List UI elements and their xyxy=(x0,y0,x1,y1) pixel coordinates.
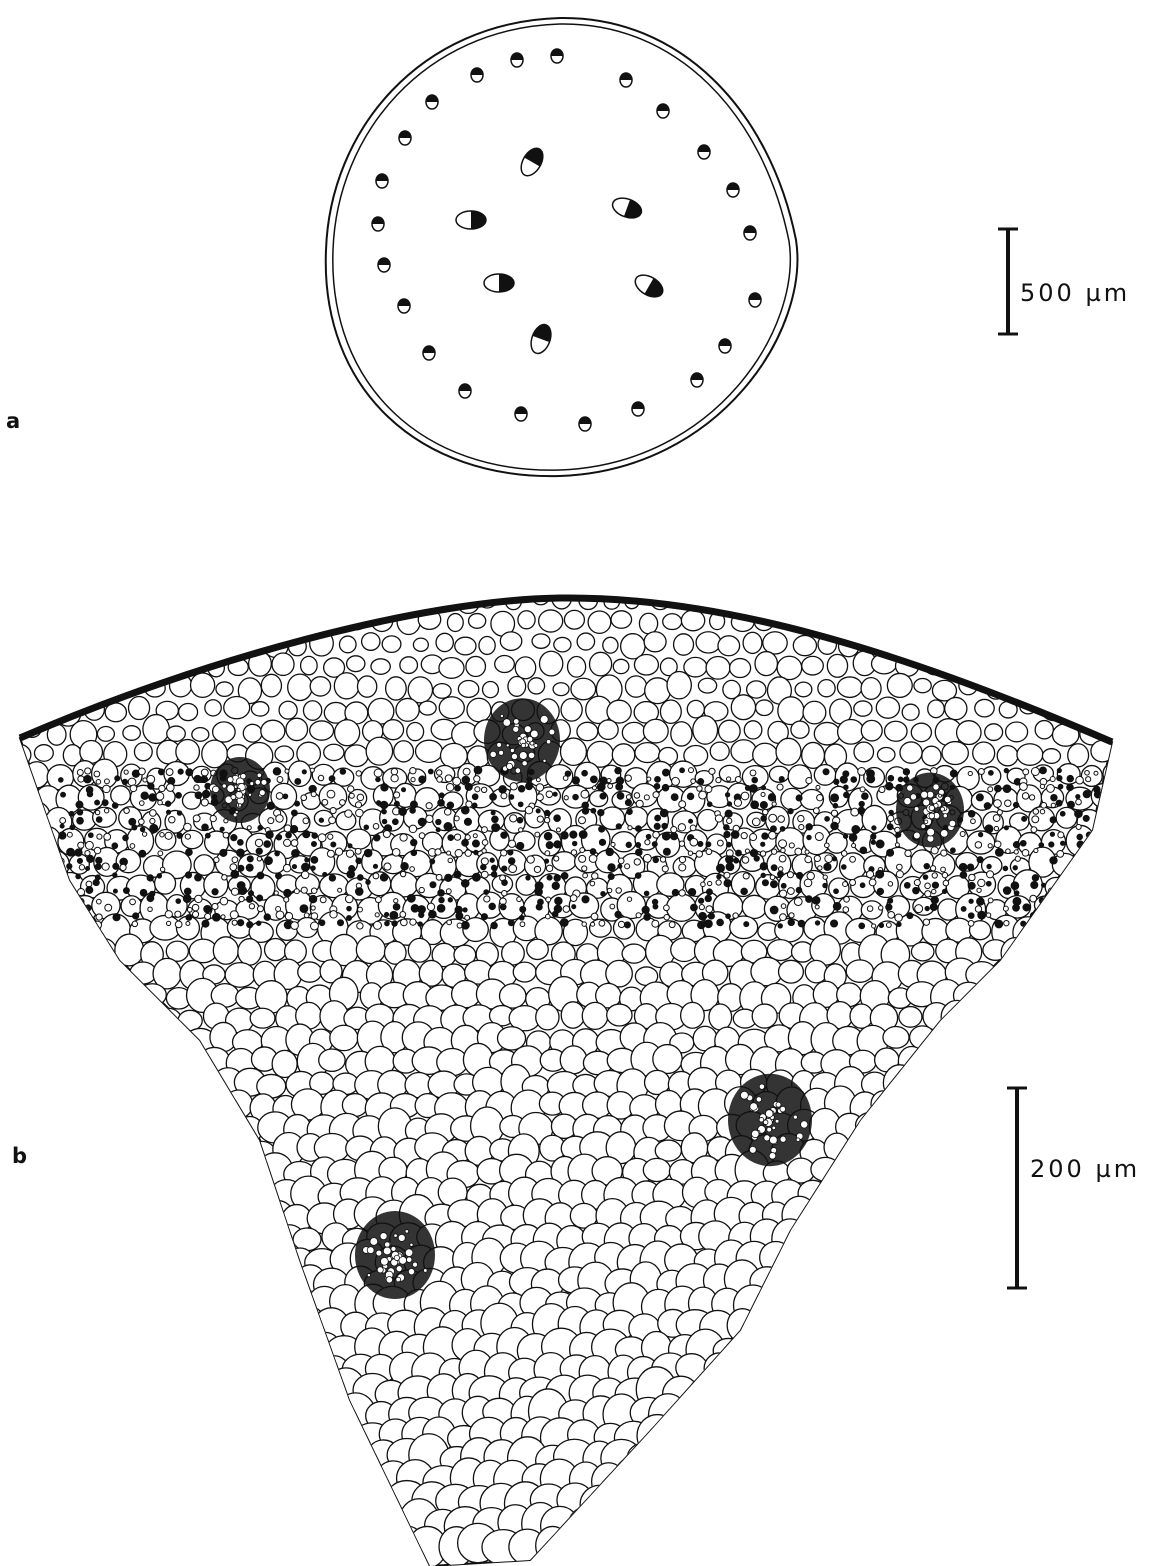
ring-bundle xyxy=(378,258,390,272)
scale-bar-a: 500 µm xyxy=(998,229,1130,334)
ring-bundle xyxy=(632,402,644,416)
vascular-bundle xyxy=(484,698,560,782)
ring-bundle xyxy=(551,49,563,63)
ring-bundle xyxy=(698,145,710,159)
inner-bundle xyxy=(456,211,486,229)
ring-bundle xyxy=(620,73,632,87)
inner-bundle xyxy=(527,322,554,356)
ring-bundle xyxy=(691,373,703,387)
ring-bundle xyxy=(719,339,731,353)
ring-bundle xyxy=(398,299,410,313)
ring-bundle xyxy=(511,53,523,67)
ring-bundle xyxy=(459,384,471,398)
ring-bundle xyxy=(423,346,435,360)
vascular-bundle xyxy=(355,1211,435,1299)
section-outline-inner xyxy=(333,24,790,470)
panel-b: b xyxy=(0,586,1147,1566)
panel-a: a xyxy=(6,18,797,476)
ring-bundle xyxy=(727,183,739,197)
ring-bundle xyxy=(372,217,384,231)
inner-bundle xyxy=(632,271,667,302)
scale-bar-a-label: 500 µm xyxy=(1020,279,1130,307)
inner-bundles xyxy=(456,145,666,357)
scale-bar-b: 200 µm xyxy=(1007,1088,1140,1288)
ring-bundle xyxy=(426,95,438,109)
vascular-bundle xyxy=(728,1074,812,1166)
inner-bundle xyxy=(517,145,548,180)
ring-bundle xyxy=(749,293,761,307)
vascular-bundle xyxy=(896,773,964,848)
ring-bundle xyxy=(376,174,388,188)
panel-label-a: a xyxy=(6,409,20,433)
inner-bundle xyxy=(484,274,514,292)
inner-bundle xyxy=(610,194,644,221)
ring-bundle xyxy=(579,417,591,431)
ring-bundle xyxy=(471,68,483,82)
ring-bundle xyxy=(399,131,411,145)
ring-bundle xyxy=(744,226,756,240)
ring-bundle xyxy=(515,407,527,421)
panel-label-b: b xyxy=(12,1144,27,1168)
outer-bundle-ring xyxy=(372,49,761,431)
ring-bundle xyxy=(657,104,669,118)
scale-bar-b-label: 200 µm xyxy=(1030,1155,1140,1183)
section-outline-outer xyxy=(326,18,798,476)
